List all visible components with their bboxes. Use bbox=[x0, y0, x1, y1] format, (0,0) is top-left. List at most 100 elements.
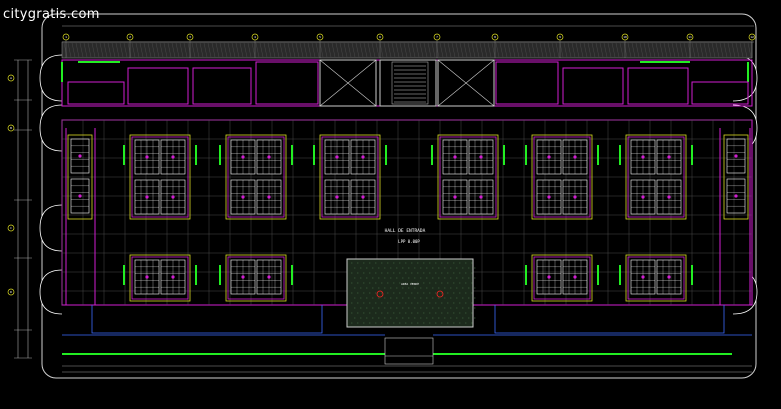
hatch-line bbox=[275, 42, 280, 58]
garden-dot bbox=[444, 297, 446, 299]
garden-dot bbox=[447, 292, 449, 294]
hatch-line bbox=[543, 42, 548, 58]
garden-dot bbox=[405, 262, 407, 264]
hatch-line bbox=[455, 42, 460, 58]
garden-dot bbox=[369, 272, 371, 274]
hatch-line bbox=[467, 42, 472, 58]
hatch-line bbox=[743, 42, 748, 58]
garden-dot bbox=[441, 312, 443, 314]
garden-dot bbox=[450, 267, 452, 269]
garden-dot bbox=[453, 302, 455, 304]
module-frame bbox=[225, 254, 287, 302]
garden-dot bbox=[381, 292, 383, 294]
fixture-center bbox=[667, 195, 671, 199]
hatch-line bbox=[503, 42, 508, 58]
hatch-line bbox=[615, 42, 620, 58]
fixture-center bbox=[145, 275, 149, 279]
garden-dot bbox=[459, 302, 461, 304]
hatch-line bbox=[383, 42, 388, 58]
garden-dot bbox=[438, 267, 440, 269]
hatch-line bbox=[63, 42, 68, 58]
side-module bbox=[67, 134, 93, 220]
garden-dot bbox=[435, 272, 437, 274]
garden-dot bbox=[414, 277, 416, 279]
garden-dot bbox=[444, 307, 446, 309]
garden-dot bbox=[357, 312, 359, 314]
fixture-center bbox=[573, 195, 577, 199]
hatch-line bbox=[243, 42, 248, 58]
hatch-line bbox=[591, 42, 596, 58]
garden-dot bbox=[450, 317, 452, 319]
office-module bbox=[219, 134, 293, 220]
bottom-entry bbox=[384, 337, 434, 365]
garden-dot bbox=[369, 302, 371, 304]
hatch-line bbox=[203, 42, 208, 58]
garden-dot bbox=[429, 302, 431, 304]
garden-dot bbox=[435, 292, 437, 294]
garden-dot bbox=[420, 267, 422, 269]
row-marker bbox=[7, 124, 15, 132]
garden-dot bbox=[351, 262, 353, 264]
garden-dot bbox=[384, 297, 386, 299]
garden-dot bbox=[456, 277, 458, 279]
garden-dot bbox=[441, 282, 443, 284]
hatch-line bbox=[143, 42, 148, 58]
garden-dot bbox=[390, 317, 392, 319]
garden-dot bbox=[471, 312, 473, 314]
hatch-line bbox=[103, 42, 108, 58]
garden-dot bbox=[471, 302, 473, 304]
garden-dot bbox=[354, 307, 356, 309]
hatch-line bbox=[643, 42, 648, 58]
hatch-line bbox=[571, 42, 576, 58]
magenta-partitions bbox=[65, 128, 751, 305]
garden-dot bbox=[462, 307, 464, 309]
hatch-line bbox=[379, 42, 384, 58]
garden-dot bbox=[414, 287, 416, 289]
garden-dot bbox=[375, 282, 377, 284]
garden-dot bbox=[429, 312, 431, 314]
garden-dot bbox=[405, 292, 407, 294]
hatch-line bbox=[551, 42, 556, 58]
light-fixture bbox=[70, 138, 90, 174]
garden-dot bbox=[426, 287, 428, 289]
light-fixture bbox=[70, 178, 90, 214]
garden-dot bbox=[375, 322, 377, 324]
hatch-line bbox=[255, 42, 260, 58]
garden-dot bbox=[417, 322, 419, 324]
garden-dot bbox=[423, 322, 425, 324]
shaft-crosses bbox=[319, 59, 495, 107]
garden-dot bbox=[432, 297, 434, 299]
hatch-line bbox=[695, 42, 700, 58]
hatch-line bbox=[659, 42, 664, 58]
hatch-line bbox=[691, 42, 696, 58]
garden-dot bbox=[405, 302, 407, 304]
garden-dot bbox=[462, 287, 464, 289]
hatch-line bbox=[239, 42, 244, 58]
garden-dot bbox=[441, 302, 443, 304]
garden-dot bbox=[354, 287, 356, 289]
hatch-line bbox=[395, 42, 400, 58]
hatch-line bbox=[587, 42, 592, 58]
garden-dot bbox=[450, 307, 452, 309]
hatch-line bbox=[147, 42, 152, 58]
module-inner bbox=[131, 136, 189, 218]
fixture-center bbox=[667, 275, 671, 279]
module-frame bbox=[625, 254, 687, 302]
garden-dot bbox=[435, 282, 437, 284]
hatch-line bbox=[715, 42, 720, 58]
garden-dot bbox=[417, 282, 419, 284]
hatch-line bbox=[727, 42, 732, 58]
garden-dot bbox=[435, 322, 437, 324]
garden-dot bbox=[366, 297, 368, 299]
stair-core bbox=[391, 61, 429, 105]
garden-dot bbox=[399, 312, 401, 314]
hatch-line bbox=[259, 42, 264, 58]
hatch-line bbox=[607, 42, 612, 58]
module-frame bbox=[531, 254, 593, 302]
fixture-center bbox=[78, 154, 82, 158]
fixture-center bbox=[641, 195, 645, 199]
garden-dot bbox=[429, 292, 431, 294]
garden-dot bbox=[357, 302, 359, 304]
hatch-line bbox=[675, 42, 680, 58]
garden-dot bbox=[417, 292, 419, 294]
